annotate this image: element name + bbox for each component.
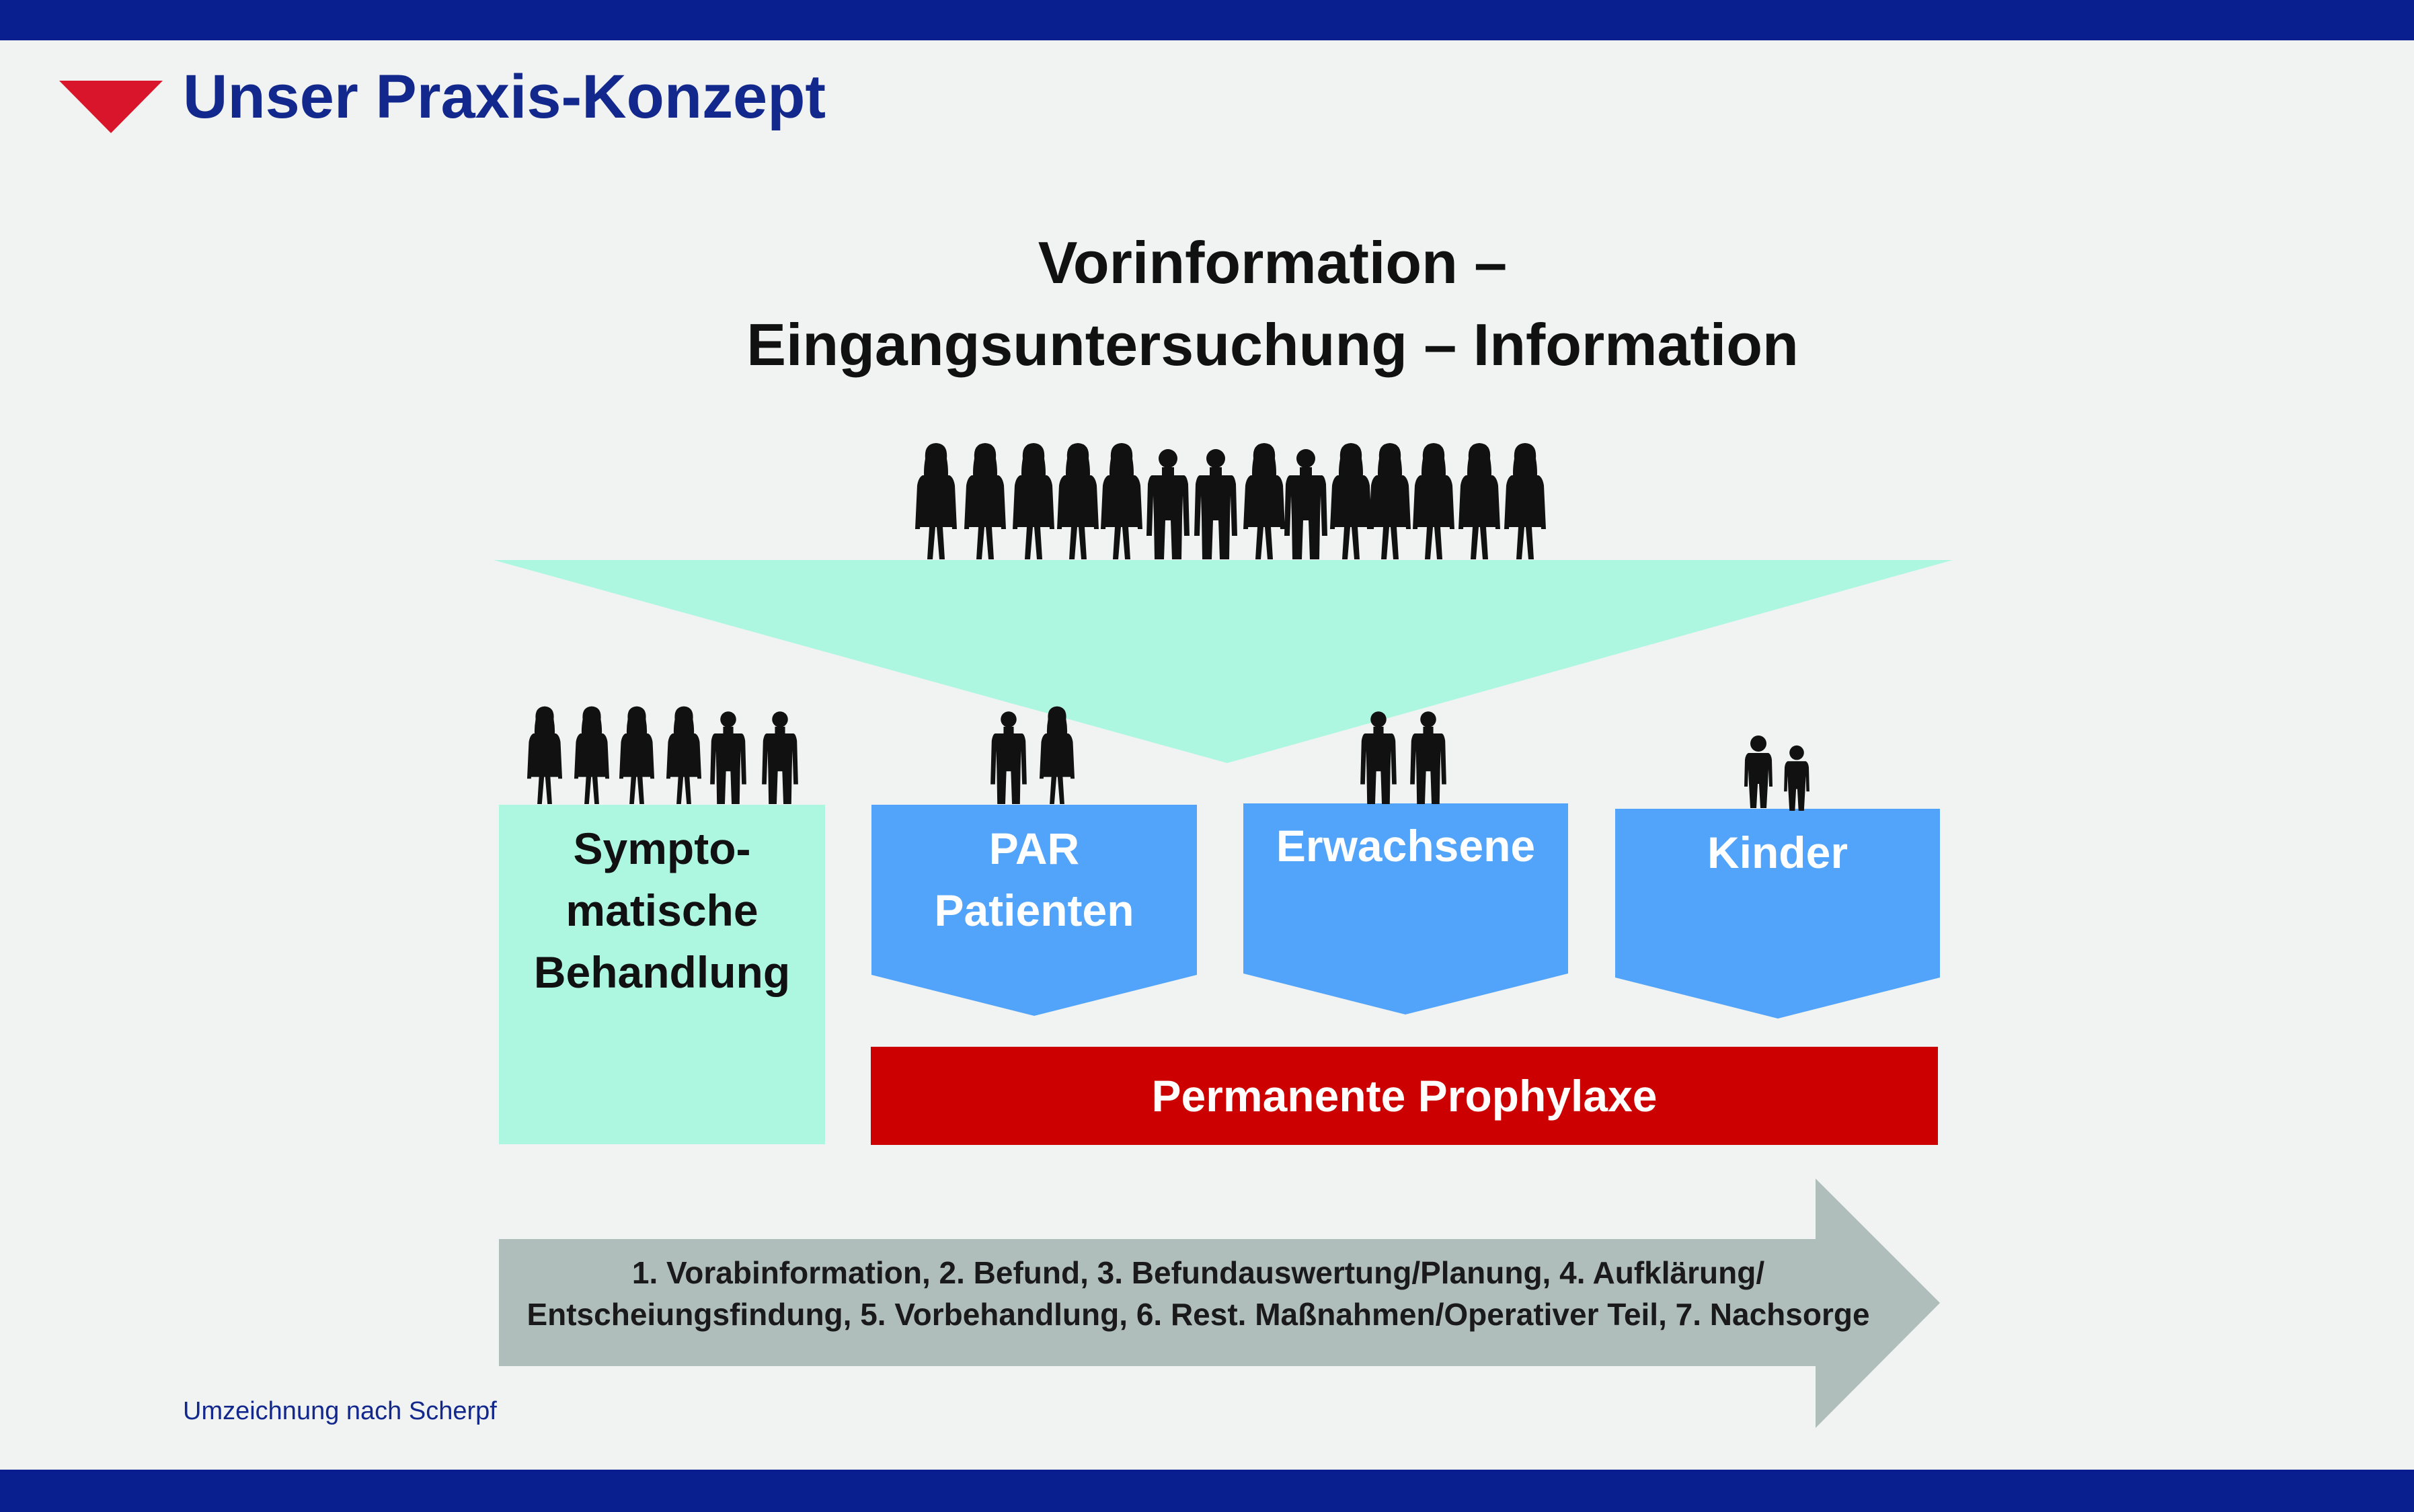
box-children [1615,809,1940,1019]
box-par-label: PAR Patienten [871,818,1197,941]
process-steps: 1. Vorabinformation, 2. Befund, 3. Befun… [499,1252,1898,1335]
funnel-triangle [494,560,1953,763]
children-icon [1744,735,1809,811]
bottom-bar [0,1470,2414,1512]
box-par-line-1: PAR [988,824,1080,873]
box-par-line-2: Patienten [934,885,1134,935]
prophylaxis-bar: Permanente Prophylaxe [871,1047,1938,1145]
box-children-label: Kinder [1615,822,1940,883]
box-symptomatic-label: Sympto- matische Behandlung [499,818,825,1003]
par-couple-icon [990,706,1075,804]
page-title: Unser Praxis-Konzept [183,63,826,131]
box-symptomatic-line-1: Sympto- [573,824,751,873]
prophylaxis-label: Permanente Prophylaxe [1151,1071,1658,1121]
box-children-line-1: Kinder [1707,828,1848,877]
headline-line-1: Vorinformation – [1038,229,1508,296]
headline-line-2: Eingangsuntersuchung – Information [746,311,1799,378]
people-crowd-icon [915,443,1546,559]
top-bar [0,0,2414,40]
box-par [871,805,1197,1016]
box-symptomatic [499,805,825,1144]
credit-note: Umzeichnung nach Scherpf [183,1397,497,1425]
box-adults-label: Erwachsene [1243,815,1568,877]
headline: Vorinformation – Eingangsuntersuchung – … [605,222,1940,386]
box-symptomatic-line-3: Behandlung [533,947,791,997]
box-adults-line-1: Erwachsene [1276,821,1536,871]
adults-pair-icon [1360,711,1446,804]
box-symptomatic-line-2: matische [566,885,758,935]
box-adults [1243,803,1568,1014]
process-arrow [499,1179,1940,1428]
process-steps-line-1: 1. Vorabinformation, 2. Befund, 3. Befun… [631,1255,1765,1290]
process-steps-line-2: Entscheiungsfindung, 5. Vorbehandlung, 6… [527,1297,1870,1332]
down-triangle-marker-icon [59,81,163,133]
symptomatic-people-icon [527,706,798,804]
